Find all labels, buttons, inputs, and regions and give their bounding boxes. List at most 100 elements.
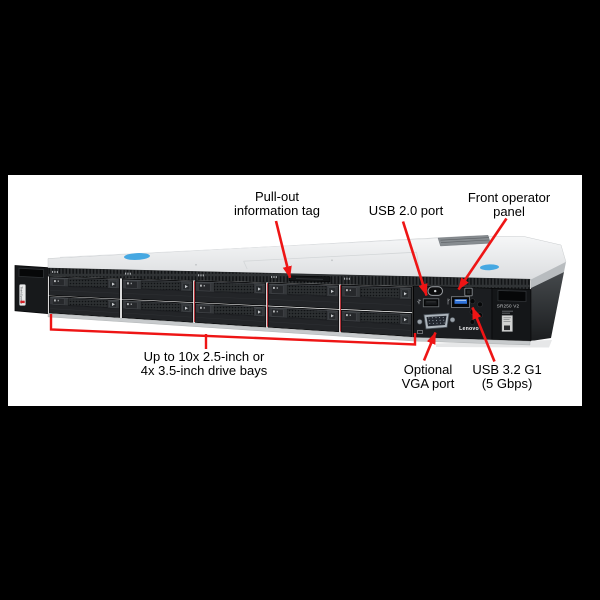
vga-port-inner — [426, 315, 447, 327]
tray-label-speck — [203, 307, 205, 309]
tray-handle-highlight — [269, 307, 338, 312]
ear-recess — [18, 267, 44, 279]
usb2-symbol-icon — [417, 299, 422, 305]
led-dot — [477, 301, 483, 308]
tray-face-seam — [342, 325, 411, 331]
chassis-side-lower — [531, 272, 564, 341]
tray-latch-left — [197, 304, 211, 314]
qr-label-line — [503, 317, 511, 319]
bay-number-mark — [198, 274, 200, 277]
tray-latch-arrow-icon — [331, 289, 334, 293]
tray-face-seam — [123, 293, 192, 297]
qr-label — [501, 315, 513, 332]
tray-latch-left — [124, 301, 138, 310]
vga-pin — [435, 319, 438, 322]
tray-label-speck — [273, 310, 275, 313]
tray-grip-texture — [360, 287, 400, 299]
tray-grip-texture — [360, 312, 400, 324]
tray-latch-left — [343, 312, 357, 322]
callout-line: information tag — [234, 202, 320, 218]
vga-pin — [432, 320, 434, 322]
tray-latch-left — [51, 297, 65, 306]
tray-handle-highlight — [196, 304, 265, 308]
bay-number-mark — [125, 272, 127, 275]
arrow-front-operator-panel — [457, 217, 508, 291]
vga-pin — [435, 317, 437, 319]
top-vent-grille-line — [440, 237, 490, 241]
arrow-vga-port — [422, 332, 437, 361]
brand-text: ThinkSystem — [20, 286, 24, 304]
tray-latch-arrow-icon — [258, 287, 261, 291]
callout-line: VGA port — [401, 375, 455, 391]
touchpoint — [124, 253, 150, 260]
lenovo-logo: Lenovo — [459, 326, 479, 332]
vga-pin — [443, 322, 445, 324]
tray-latch-arrow-icon — [185, 284, 188, 289]
tray-face-seam — [50, 290, 119, 294]
bracket-drive-bays — [49, 314, 417, 346]
top-screw — [195, 263, 197, 266]
tray-handle-highlight — [123, 279, 192, 283]
bay-number-mark — [202, 274, 204, 277]
top-seam — [243, 251, 417, 262]
tray-latch-left — [343, 287, 357, 297]
tray-face-seam — [123, 312, 192, 318]
operator-panel-button-inner — [466, 290, 471, 294]
vga-pin — [431, 317, 433, 319]
tray-label-speck — [276, 310, 278, 313]
tray-handle-highlight — [269, 283, 338, 287]
tray-face-seam — [342, 302, 411, 306]
tray-label-speck — [127, 303, 129, 306]
tray-latch-arrow-icon — [404, 318, 407, 322]
tray-face-seam — [196, 317, 265, 322]
drive-tray — [48, 296, 121, 318]
vga-pin-field — [428, 316, 445, 325]
tray-latch-arrow-icon — [331, 314, 334, 318]
tray-label-speck — [273, 286, 275, 289]
tray-label-speck — [130, 282, 132, 285]
callout-pull-out-tag: Pull-out information tag — [234, 190, 320, 217]
led-dot — [469, 319, 475, 325]
qr-label-line — [503, 319, 510, 320]
arrow-pull-out-tag — [274, 220, 292, 279]
tray-face-seam — [196, 296, 265, 300]
callout-line: Up to 10x 2.5-inch or — [143, 349, 265, 364]
tray-grip-texture — [140, 301, 182, 312]
pullout-tag-groove — [295, 278, 324, 280]
tray-face-seam — [269, 321, 338, 327]
usb3-symbol-icon — [447, 298, 450, 305]
vga-pin — [439, 319, 441, 321]
tray-face-seam — [50, 308, 119, 313]
drive-tray — [194, 302, 267, 328]
bay-number-mark — [346, 277, 348, 280]
vga-screw — [449, 317, 456, 323]
tray-label-speck — [127, 282, 129, 285]
drive-bay-area — [48, 270, 413, 337]
usb2-port-tongue — [425, 300, 437, 305]
vga-icon — [417, 330, 423, 334]
tray-label-speck — [346, 314, 348, 317]
callout-usb32-port: USB 3.2 G1 (5 Gbps) — [472, 363, 541, 390]
tray-face-seam — [269, 299, 338, 303]
bay-number-mark — [127, 272, 129, 275]
bay-number-mark — [344, 277, 346, 280]
vga-screw — [417, 319, 423, 325]
bay-number-mark — [200, 274, 202, 277]
led-dot — [477, 312, 483, 319]
bay-number-mark — [54, 270, 56, 273]
tray-grip-texture — [67, 278, 109, 288]
touchpoint — [480, 264, 499, 271]
callout-line: (5 Gbps) — [481, 375, 533, 391]
drive-tray — [121, 299, 194, 323]
spec-label-line — [502, 312, 510, 314]
drive-tray — [48, 276, 121, 299]
tray-grip-texture — [287, 284, 327, 296]
tray-latch-arrow-icon — [112, 282, 115, 286]
server-illustration: Lenovo SR250 V2 ThinkSystem — [14, 235, 567, 348]
callout-usb2-port: USB 2.0 port — [369, 204, 443, 218]
bay-number-mark — [275, 276, 277, 279]
drive-tray — [121, 278, 194, 303]
tray-grip-texture — [67, 298, 109, 308]
tray-label-speck — [130, 303, 132, 305]
